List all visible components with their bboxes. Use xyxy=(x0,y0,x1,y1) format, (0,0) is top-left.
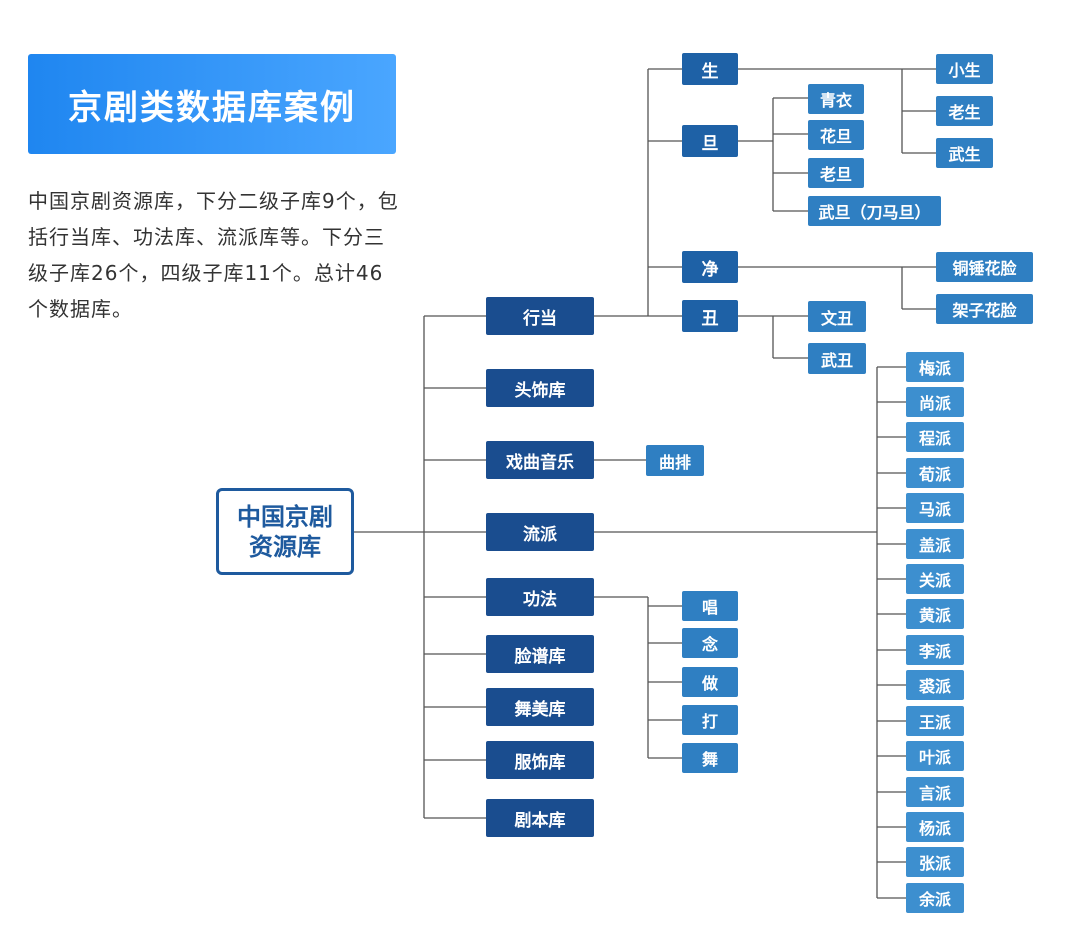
node-da: 打 xyxy=(682,705,738,735)
node-wangpai: 王派 xyxy=(906,706,964,736)
node-qupai: 曲排 xyxy=(646,445,704,476)
node-laosheng: 老生 xyxy=(936,96,993,126)
node-juben: 剧本库 xyxy=(486,799,594,837)
node-gaipai: 盖派 xyxy=(906,529,964,559)
node-mapai: 马派 xyxy=(906,493,964,523)
node-chengpai: 程派 xyxy=(906,422,964,452)
node-dan: 旦 xyxy=(682,125,738,157)
node-nian: 念 xyxy=(682,628,738,658)
node-wumei: 舞美库 xyxy=(486,688,594,726)
node-wudan: 武旦（刀马旦） xyxy=(808,196,941,226)
node-zhangpai: 张派 xyxy=(906,847,964,877)
root-node: 中国京剧 资源库 xyxy=(216,488,354,575)
node-xiaosheng: 小生 xyxy=(936,54,993,84)
node-guanpai: 关派 xyxy=(906,564,964,594)
node-liupai: 流派 xyxy=(486,513,594,551)
node-wenchou: 文丑 xyxy=(808,301,866,332)
node-toushi: 头饰库 xyxy=(486,369,594,407)
node-xiqu-music: 戏曲音乐 xyxy=(486,441,594,479)
node-wuchou: 武丑 xyxy=(808,343,866,374)
node-yepai: 叶派 xyxy=(906,741,964,771)
description-text: 中国京剧资源库，下分二级子库9个，包括行当库、功法库、流派库等。下分三级子库26… xyxy=(28,189,399,321)
node-xunpai: 荀派 xyxy=(906,458,964,488)
node-huangpai: 黄派 xyxy=(906,599,964,629)
node-laodan: 老旦 xyxy=(808,158,864,188)
node-huadan: 花旦 xyxy=(808,120,864,150)
node-chou: 丑 xyxy=(682,300,738,332)
node-hangdang: 行当 xyxy=(486,297,594,335)
node-qingyi: 青衣 xyxy=(808,84,864,114)
node-jiazi: 架子花脸 xyxy=(936,294,1033,324)
node-jing: 净 xyxy=(682,251,738,283)
node-gongfa: 功法 xyxy=(486,578,594,616)
node-lipai: 李派 xyxy=(906,635,964,665)
node-shangpai: 尚派 xyxy=(906,387,964,417)
node-yanpai: 言派 xyxy=(906,777,964,807)
node-fushi: 服饰库 xyxy=(486,741,594,779)
node-wu: 舞 xyxy=(682,743,738,773)
node-meipai: 梅派 xyxy=(906,352,964,382)
node-tongchui: 铜锤花脸 xyxy=(936,252,1033,282)
node-sheng: 生 xyxy=(682,53,738,85)
node-yupai: 余派 xyxy=(906,883,964,913)
root-line1: 中国京剧 xyxy=(237,502,333,531)
node-zuo: 做 xyxy=(682,667,738,697)
node-qiupai: 裘派 xyxy=(906,670,964,700)
title-banner: 京剧类数据库案例 xyxy=(28,54,396,154)
node-chang: 唱 xyxy=(682,591,738,621)
node-wusheng: 武生 xyxy=(936,138,993,168)
node-lianpu: 脸谱库 xyxy=(486,635,594,673)
node-yangpai: 杨派 xyxy=(906,812,964,842)
root-line2: 资源库 xyxy=(249,532,321,561)
